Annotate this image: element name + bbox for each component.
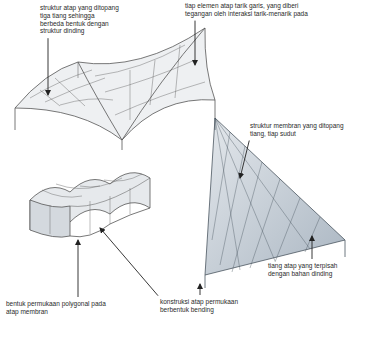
annotation: bentuk permukaan polygonal pada atap mem… xyxy=(6,300,111,316)
annotation: tiap elemen atap tarik garis, yang diber… xyxy=(185,2,320,18)
leader-line xyxy=(200,284,201,295)
saddle-roof xyxy=(15,28,215,150)
leader-line xyxy=(312,236,313,259)
annotation: struktur atap yang ditopang tiga tiang s… xyxy=(40,4,120,35)
leader-line xyxy=(78,240,79,297)
wavy-shell xyxy=(30,173,150,237)
leader-line xyxy=(240,141,249,178)
annotation: konstruksi atap permukaan berbentuk bend… xyxy=(160,298,240,314)
annotation: struktur membran yang ditopang tiang, ti… xyxy=(250,122,345,138)
leader-line xyxy=(48,38,49,95)
leader-line xyxy=(100,228,158,296)
leader-line xyxy=(195,21,196,65)
annotation: tiang atap yang terpisah dengan bahan di… xyxy=(268,262,356,278)
